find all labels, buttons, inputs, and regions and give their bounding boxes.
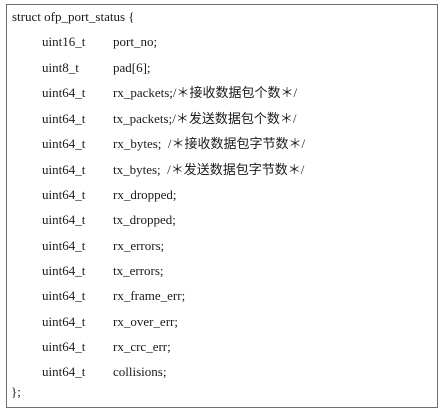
- field-declaration: rx_packets;/＊接收数据包个数＊/: [113, 85, 298, 100]
- struct-header: struct ofp_port_status {: [12, 9, 135, 24]
- field-type: uint64_t: [42, 288, 86, 303]
- field-type: uint64_t: [42, 263, 86, 278]
- field-type: uint64_t: [42, 339, 86, 354]
- field-declaration: rx_crc_err;: [113, 339, 171, 354]
- field-declaration: port_no;: [113, 34, 158, 49]
- field-type: uint64_t: [42, 314, 86, 329]
- struct-closer: };: [11, 384, 21, 399]
- field-type: uint64_t: [42, 85, 86, 100]
- field-declaration: tx_bytes; /＊发送数据包字节数＊/: [113, 162, 305, 177]
- field-type: uint64_t: [42, 364, 86, 379]
- field-declaration: pad[6];: [113, 60, 151, 75]
- field-type: uint64_t: [42, 212, 86, 227]
- field-type: uint16_t: [42, 34, 86, 49]
- code-listing-frame: [6, 4, 438, 408]
- field-type: uint64_t: [42, 187, 86, 202]
- field-declaration: rx_errors;: [113, 238, 165, 253]
- field-type: uint64_t: [42, 111, 86, 126]
- field-declaration: tx_errors;: [113, 263, 164, 278]
- field-declaration: rx_bytes; /＊接收数据包字节数＊/: [113, 136, 306, 151]
- field-declaration: rx_frame_err;: [113, 288, 186, 303]
- field-type: uint8_t: [42, 60, 79, 75]
- field-declaration: tx_packets;/＊发送数据包个数＊/: [113, 111, 297, 126]
- field-type: uint64_t: [42, 162, 86, 177]
- field-declaration: rx_dropped;: [113, 187, 177, 202]
- field-declaration: collisions;: [113, 364, 167, 379]
- field-declaration: tx_dropped;: [113, 212, 176, 227]
- field-type: uint64_t: [42, 238, 86, 253]
- field-declaration: rx_over_err;: [113, 314, 178, 329]
- field-type: uint64_t: [42, 136, 86, 151]
